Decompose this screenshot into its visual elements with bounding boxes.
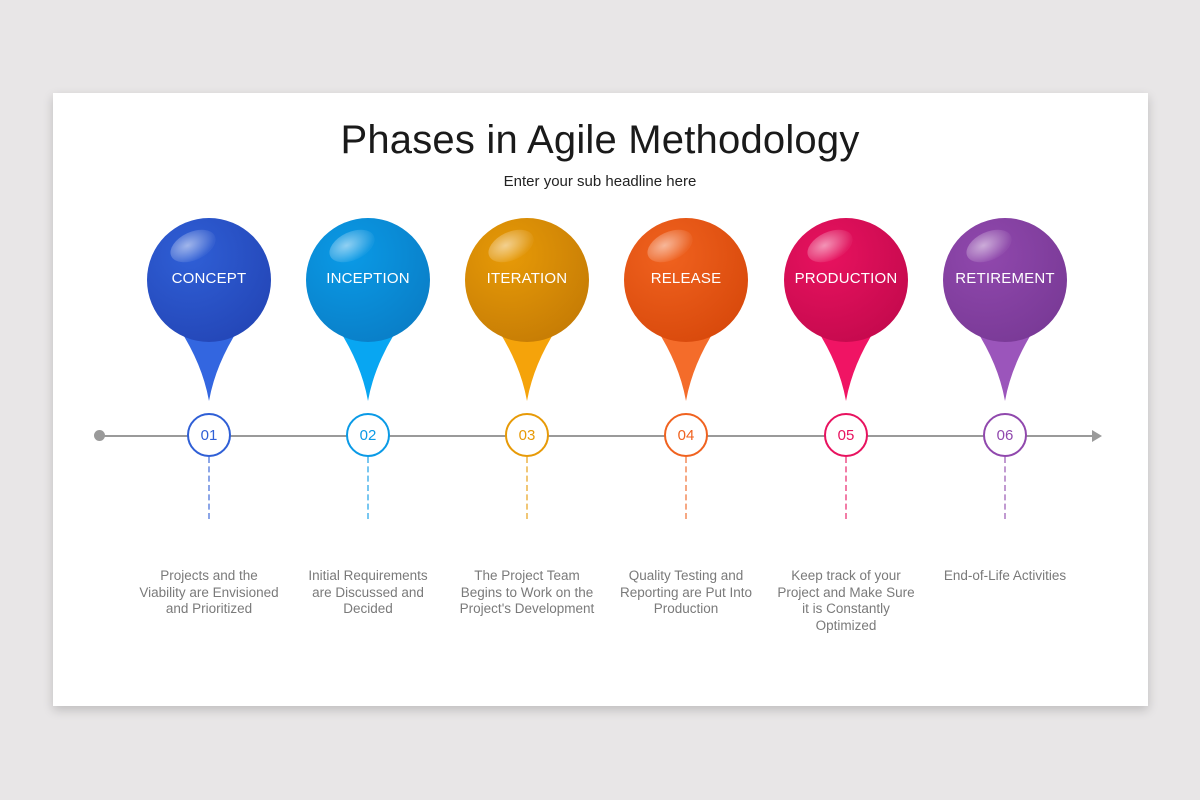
- map-pin-icon: [941, 216, 1069, 406]
- map-pin-icon: [782, 216, 910, 406]
- phase-description: End-of-Life Activities: [943, 568, 1067, 583]
- phase-number-badge: 01: [187, 413, 231, 457]
- map-pin-icon: [304, 216, 432, 406]
- phase-number-badge: 05: [824, 413, 868, 457]
- phase-description: Initial Requirements are Discussed and D…: [308, 568, 428, 616]
- timeline-start-dot-icon: [94, 430, 105, 441]
- dashed-connector: [526, 457, 528, 519]
- page-title: Phases in Agile Methodology: [340, 118, 860, 162]
- slide: [53, 93, 1148, 706]
- phase-description: Quality Testing and Reporting are Put In…: [619, 568, 753, 616]
- dashed-connector: [685, 457, 687, 519]
- phase-number-badge: 02: [346, 413, 390, 457]
- phase-number-badge: 06: [983, 413, 1027, 457]
- phase-number-badge: 03: [505, 413, 549, 457]
- dashed-connector: [1004, 457, 1006, 519]
- dashed-connector: [845, 457, 847, 519]
- page-subtitle: Enter your sub headline here: [503, 173, 697, 190]
- phase-description: Keep track of your Project and Make Sure…: [777, 568, 915, 633]
- phase-label: PRODUCTION: [794, 270, 898, 287]
- map-pin-icon: [622, 216, 750, 406]
- phase-description: The Project Team Begins to Work on the P…: [459, 568, 595, 616]
- timeline-arrow-icon: [1092, 430, 1102, 442]
- phase-number-badge: 04: [664, 413, 708, 457]
- map-pin-icon: [463, 216, 591, 406]
- phase-label: INCEPTION: [326, 270, 410, 287]
- phase-label: RELEASE: [650, 270, 722, 287]
- phase-label: RETIREMENT: [955, 270, 1055, 287]
- phase-label: ITERATION: [486, 270, 568, 287]
- phase-description: Projects and the Viability are Envisione…: [139, 568, 279, 616]
- dashed-connector: [367, 457, 369, 519]
- dashed-connector: [208, 457, 210, 519]
- timeline-line: [100, 435, 1095, 437]
- map-pin-icon: [145, 216, 273, 406]
- phase-label: CONCEPT: [171, 270, 247, 287]
